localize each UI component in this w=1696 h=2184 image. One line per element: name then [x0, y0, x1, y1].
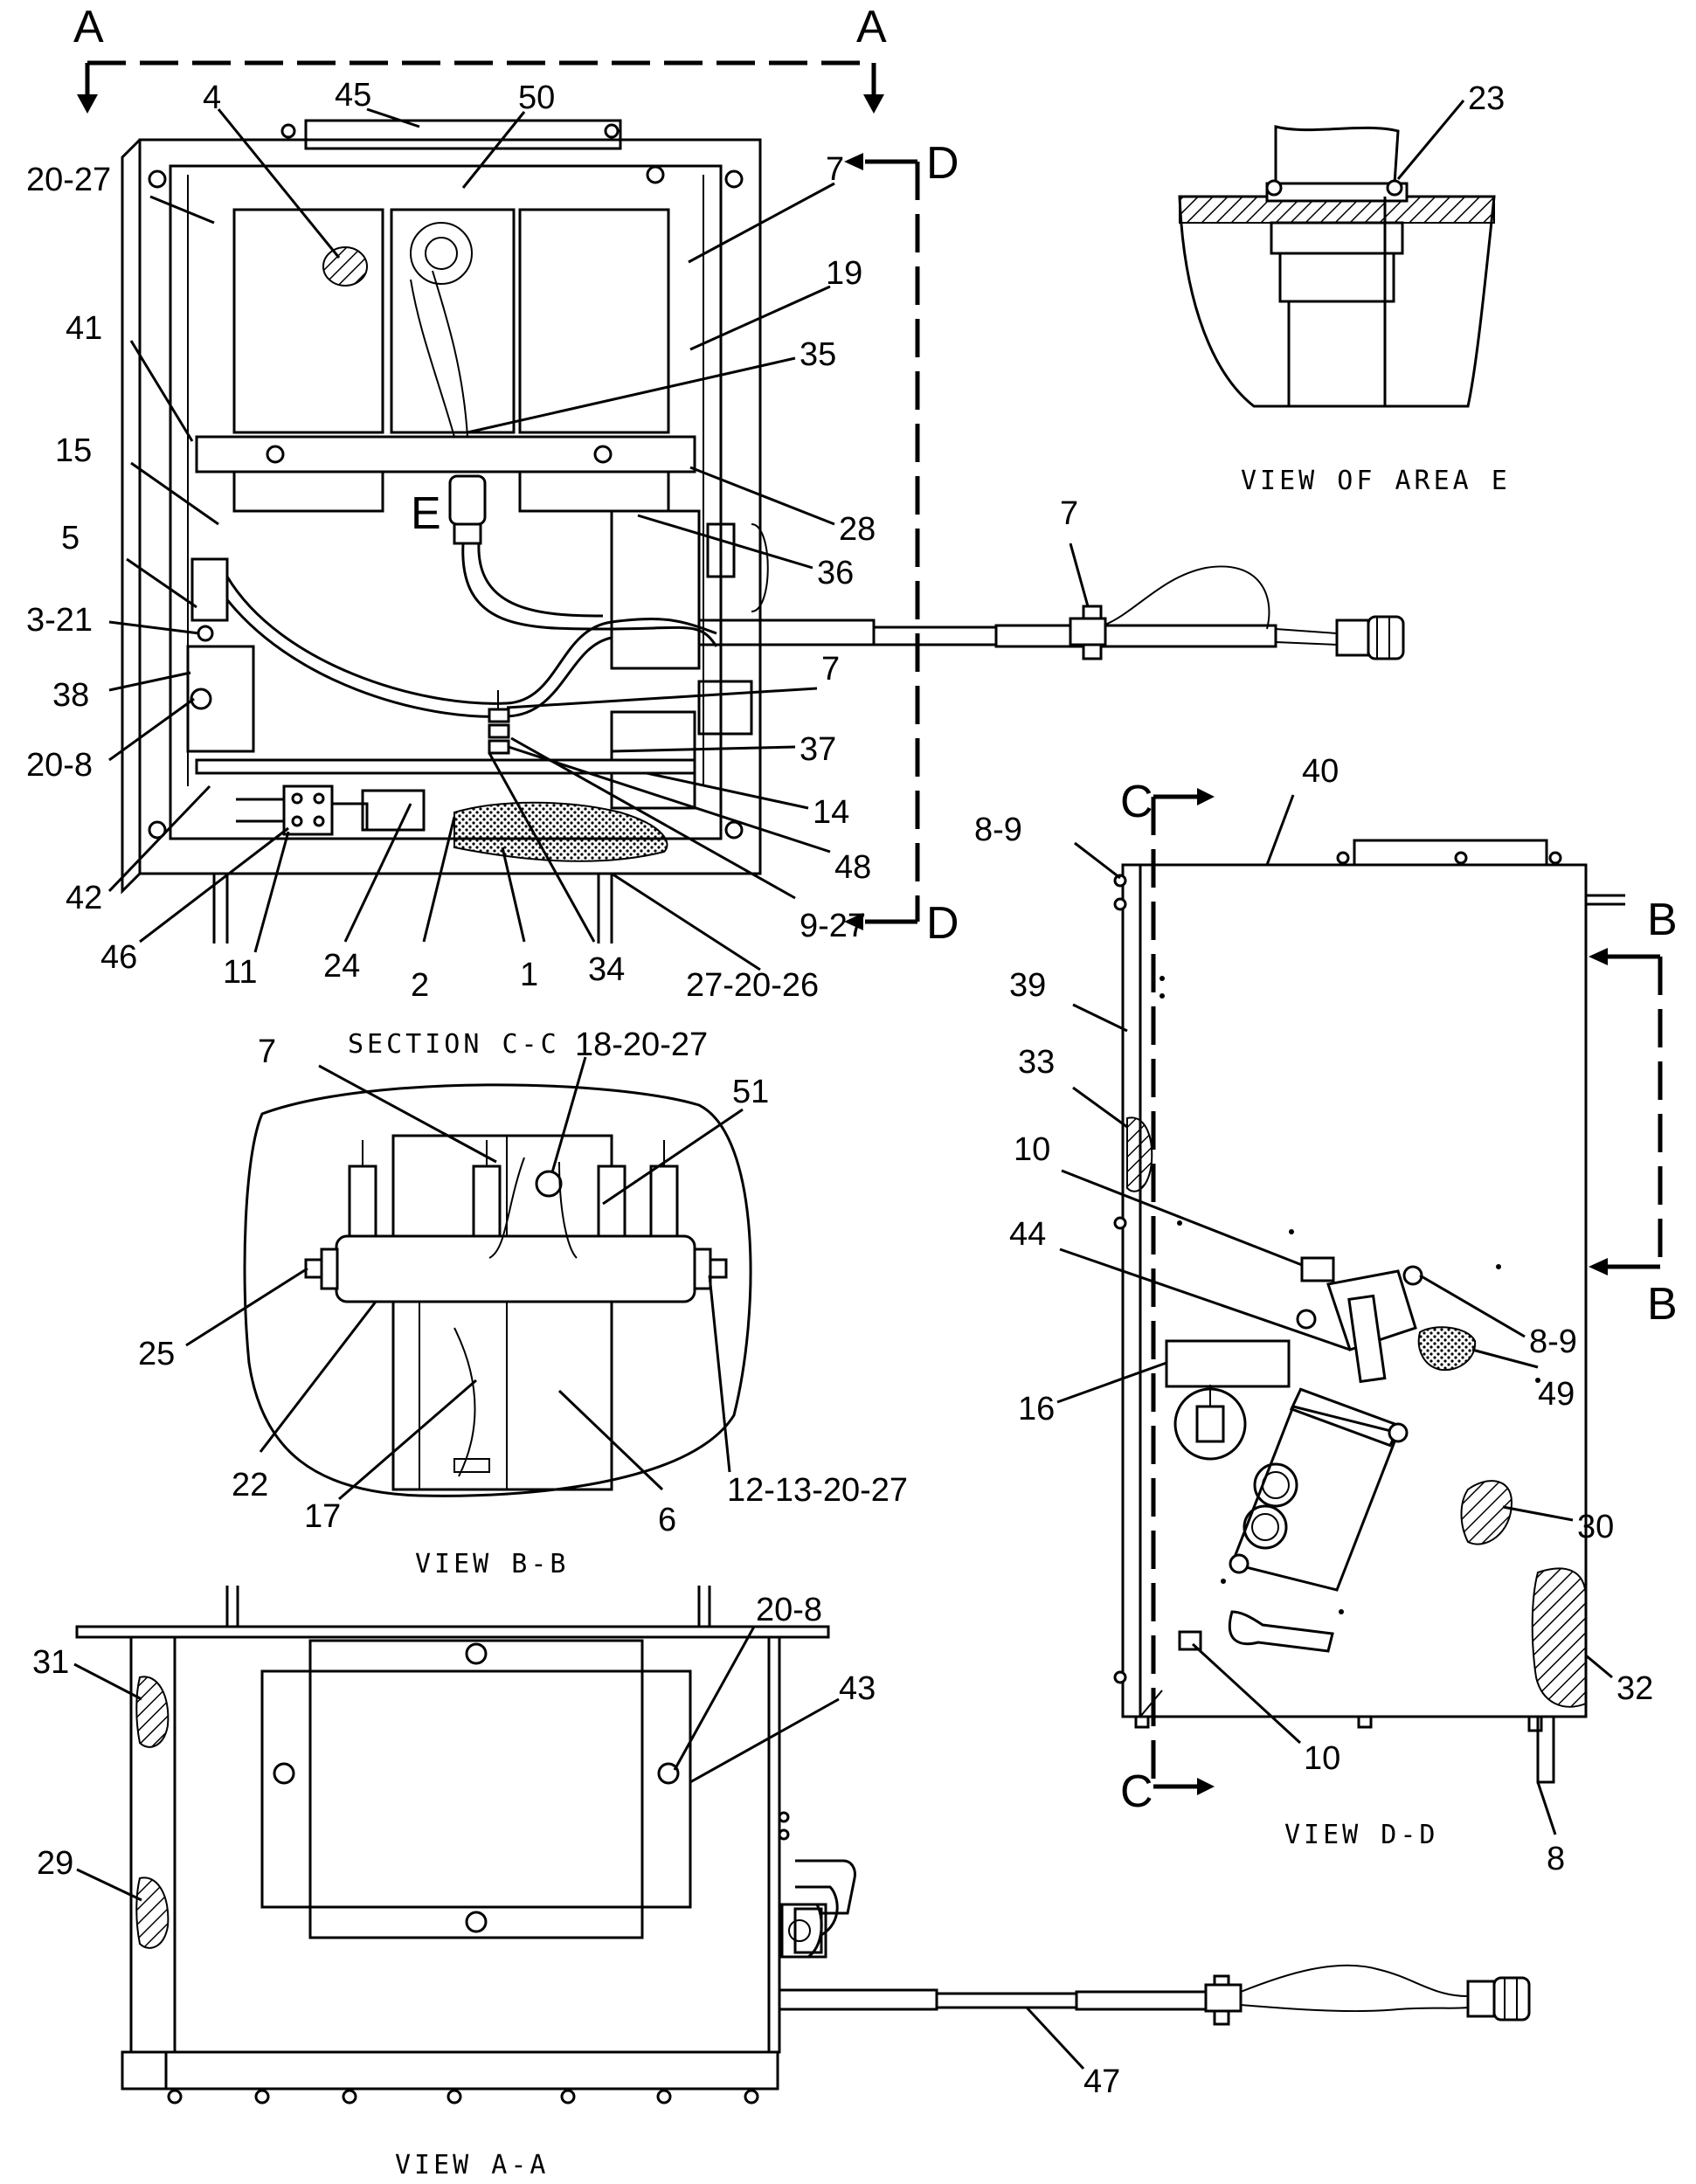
section-marker-c-top: C — [1120, 777, 1153, 827]
section-marker-a-right: A — [856, 2, 887, 52]
callout-12-13-20-27: 12-13-20-27 — [727, 1472, 908, 1509]
callout-31: 31 — [32, 1644, 69, 1681]
view-a-a-drawing — [75, 1586, 1531, 2105]
callout-8-9-top: 8-9 — [974, 812, 1022, 848]
callout-3-21: 3-21 — [26, 602, 93, 639]
section-c-c-callouts: 45 50 4 20-27 7 19 41 35 15 28 36 5 3-21… — [26, 77, 1078, 1004]
view-d-d-title: VIEW D-D — [1284, 1820, 1439, 1850]
callout-5: 5 — [61, 520, 80, 556]
callout-46: 46 — [100, 939, 137, 976]
view-d-d-leaders — [1056, 794, 1613, 1835]
callout-36: 36 — [817, 555, 854, 591]
callout-22: 22 — [232, 1467, 268, 1503]
callout-45: 45 — [335, 77, 371, 114]
callout-17: 17 — [304, 1498, 341, 1535]
callout-28: 28 — [839, 511, 876, 548]
section-marker-d-top: D — [926, 138, 959, 189]
callout-18-20-27: 18-20-27 — [575, 1026, 708, 1063]
callout-44: 44 — [1009, 1216, 1046, 1253]
view-area-e-drawing — [1178, 125, 1496, 408]
callout-41: 41 — [66, 310, 102, 347]
view-a-a-title: VIEW A-A — [395, 2150, 550, 2181]
callout-51: 51 — [732, 1074, 769, 1110]
callout-20-8: 20-8 — [26, 747, 93, 784]
view-a-a-leaders — [73, 1626, 1085, 2070]
callout-16: 16 — [1018, 1391, 1055, 1427]
callout-38: 38 — [52, 677, 89, 714]
callout-37: 37 — [800, 731, 836, 768]
view-b-b-drawing — [243, 1083, 752, 1497]
callout-9-27: 9-27 — [800, 908, 866, 944]
section-marker-b-top: B — [1647, 895, 1678, 945]
callout-50: 50 — [518, 79, 555, 116]
leader-23 — [1396, 100, 1465, 180]
callout-6: 6 — [658, 1502, 676, 1538]
view-d-d-callouts: 40 8-9 39 33 10 44 8-9 49 16 30 32 10 8 — [974, 753, 1653, 1877]
callout-49: 49 — [1538, 1376, 1575, 1413]
section-marker-a-left: A — [73, 2, 104, 52]
callout-35: 35 — [800, 336, 836, 373]
callout-23: 23 — [1468, 80, 1505, 117]
callout-29: 29 — [37, 1845, 73, 1882]
callout-7-harness: 7 — [1060, 495, 1078, 532]
callout-10-bottom: 10 — [1304, 1740, 1340, 1777]
view-a-a-callouts: 20-8 31 43 29 47 — [32, 1592, 1120, 2100]
callout-7-bb: 7 — [258, 1033, 276, 1070]
callout-14: 14 — [813, 794, 849, 831]
section-marker-b-bottom: B — [1647, 1279, 1678, 1330]
callout-2: 2 — [411, 967, 429, 1004]
section-c-c-title: SECTION C-C — [348, 1029, 560, 1060]
section-marker-c-bottom: C — [1120, 1766, 1153, 1817]
section-marker-d-bottom: D — [926, 898, 959, 949]
section-marker-e: E — [411, 488, 441, 539]
view-area-e-title: VIEW OF AREA E — [1241, 466, 1511, 496]
callout-20-27: 20-27 — [26, 162, 111, 198]
callout-32: 32 — [1616, 1670, 1653, 1707]
callout-39: 39 — [1009, 967, 1046, 1004]
callout-48: 48 — [834, 849, 871, 886]
section-a-a-cut-line: A A — [73, 2, 887, 114]
view-b-b-leaders — [185, 1056, 744, 1501]
callout-47: 47 — [1083, 2063, 1120, 2100]
callout-30: 30 — [1577, 1509, 1614, 1545]
callout-1: 1 — [520, 957, 538, 993]
callout-27-20-26: 27-20-26 — [686, 967, 819, 1004]
callout-42: 42 — [66, 880, 102, 916]
section-c-c-drawing: E — [121, 119, 1405, 943]
callout-7-mid: 7 — [821, 651, 840, 688]
callout-34: 34 — [588, 951, 625, 988]
callout-43: 43 — [839, 1670, 876, 1707]
callout-7-top: 7 — [826, 151, 844, 188]
callout-4: 4 — [203, 79, 221, 116]
callout-40: 40 — [1302, 753, 1339, 790]
callout-10-top: 10 — [1014, 1131, 1050, 1168]
callout-8-9-right: 8-9 — [1529, 1324, 1577, 1360]
callout-15: 15 — [55, 432, 92, 469]
callout-24: 24 — [323, 948, 360, 985]
callout-8: 8 — [1547, 1841, 1565, 1877]
callout-20-8-aa: 20-8 — [756, 1592, 822, 1628]
callout-19: 19 — [826, 255, 862, 292]
view-b-b-title: VIEW B-B — [415, 1549, 570, 1579]
view-b-b-callouts: 18-20-27 7 51 25 22 17 6 12-13-20-27 — [138, 1026, 908, 1538]
callout-33: 33 — [1018, 1044, 1055, 1081]
callout-11: 11 — [223, 954, 257, 991]
section-c-c-leaders — [107, 107, 1090, 971]
callout-25: 25 — [138, 1336, 175, 1372]
section-d-d-cut-line: D D — [844, 138, 959, 949]
